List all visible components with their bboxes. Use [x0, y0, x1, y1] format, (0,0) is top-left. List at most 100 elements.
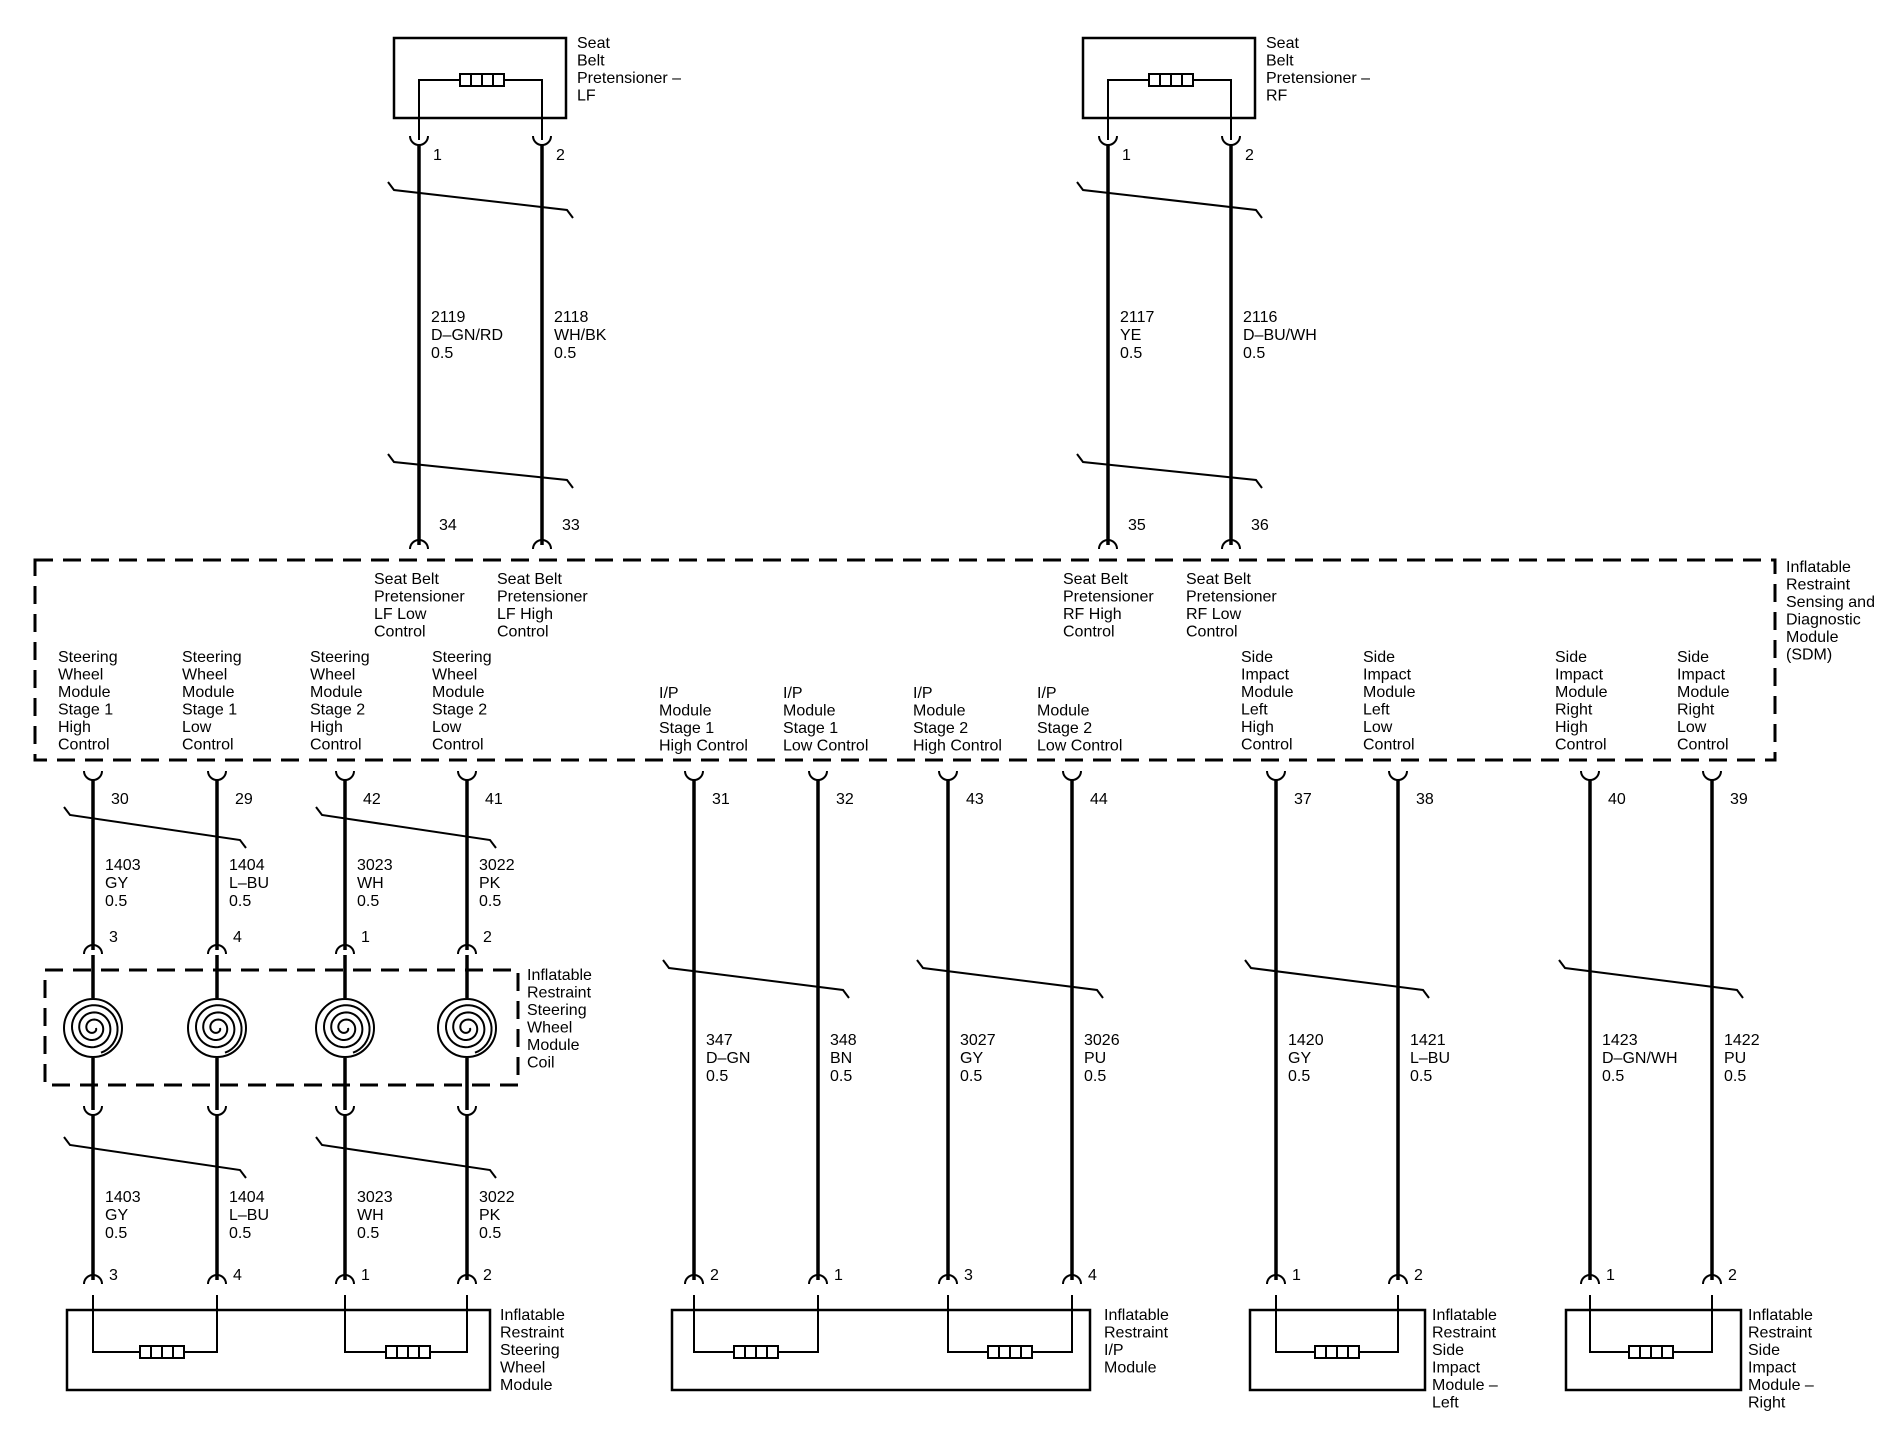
module-pin-socket: [457, 1274, 477, 1285]
wire-gauge: 0.5: [1120, 345, 1142, 362]
sdm-pin-label-line: Pretensioner: [374, 589, 465, 606]
coil-pin-socket: [83, 944, 103, 955]
sdm-pin-label-line: Control: [374, 624, 426, 641]
steering-module-label-line: Steering: [500, 1342, 560, 1359]
wire-circuit: 3023: [357, 1189, 393, 1206]
sdm-pin-label-line: High: [1555, 719, 1588, 736]
steering-module-loop: [344, 1295, 386, 1353]
pretensioner_rf-break-lower: [1076, 453, 1263, 489]
pretensioner_rf-loop-right: [1193, 79, 1232, 140]
sdm-pin-label-line: Module: [1677, 684, 1730, 701]
side_left-label-line: Left: [1432, 1395, 1459, 1412]
sdm-pin-label-line: Control: [1555, 737, 1607, 754]
sdm-pin-socket: [684, 770, 704, 781]
ip_module-break-0: [662, 959, 850, 999]
sdm-pin-socket: [808, 770, 828, 781]
sdm-label-line: Restraint: [1786, 577, 1851, 594]
pretensioner_lf-pin-number: 2: [556, 147, 565, 164]
wire-color: L–BU: [1410, 1050, 1450, 1067]
pretensioner_rf-label-line: Belt: [1266, 53, 1294, 70]
sdm-pin-label-line: Low: [432, 719, 462, 736]
pretensioner_rf-resistor: [1148, 73, 1194, 87]
module-pin-number: 4: [233, 1267, 242, 1284]
wire-color: YE: [1120, 327, 1141, 344]
wire-gauge: 0.5: [479, 893, 501, 910]
coil-label-line: Restraint: [527, 985, 592, 1002]
sdm-label-line: Inflatable: [1786, 559, 1851, 576]
side_right-label-line: Impact: [1748, 1360, 1797, 1377]
wire-gauge: 0.5: [1288, 1068, 1310, 1085]
sdm-pin-label-line: Seat Belt: [497, 571, 562, 588]
sdm-pin-label-line: Control: [1677, 737, 1729, 754]
pretensioner_lf-label-line: Seat: [577, 35, 610, 52]
side_right-label-line: Side: [1748, 1342, 1780, 1359]
module-pin-socket: [938, 1274, 958, 1285]
coil-pin-number: 4: [233, 929, 242, 946]
sdm-pin-label-line: Seat Belt: [1063, 571, 1128, 588]
side_left-loop: [1275, 1295, 1315, 1353]
side_left-label-line: Side: [1432, 1342, 1464, 1359]
sdm-pin-number: 30: [111, 791, 129, 808]
ip_module-resistor: [987, 1345, 1033, 1359]
sdm-pin-label-line: High Control: [913, 738, 1002, 755]
pretensioner_rf-pin-number: 2: [1245, 147, 1254, 164]
sdm-pin-label-line: Steering: [432, 649, 492, 666]
wire-circuit: 3027: [960, 1032, 996, 1049]
sdm-pin-label-line: Side: [1241, 649, 1273, 666]
wire-gauge: 0.5: [357, 1225, 379, 1242]
sdm-pin-number: 33: [562, 517, 580, 534]
wire-color: PU: [1084, 1050, 1106, 1067]
sdm-pin-label-line: I/P: [913, 685, 933, 702]
sdm-pin-socket: [1580, 770, 1600, 781]
sdm-pin-label-line: Module: [1241, 684, 1294, 701]
sdm-pin-label-line: Seat Belt: [1186, 571, 1251, 588]
coil-label-line: Inflatable: [527, 967, 592, 984]
wire-circuit: 1420: [1288, 1032, 1324, 1049]
sdm-pin-socket: [1266, 770, 1286, 781]
sdm-pin-socket: [335, 770, 355, 781]
wire-circuit: 1403: [105, 1189, 141, 1206]
sdm-pin-label-line: Side: [1677, 649, 1709, 666]
module-pin-number: 3: [964, 1267, 973, 1284]
side_left-loop: [1359, 1295, 1399, 1353]
sdm-pin-number: 37: [1294, 791, 1312, 808]
sdm-pin-number: 35: [1128, 517, 1146, 534]
sdm-pin-label-line: Low: [182, 719, 212, 736]
module-pin-socket: [83, 1274, 103, 1285]
sdm-pin-label-line: Control: [310, 737, 362, 754]
ip_module-loop: [693, 1295, 734, 1353]
wire-gauge: 0.5: [479, 1225, 501, 1242]
wire-color: D–GN: [706, 1050, 750, 1067]
wire-gauge: 0.5: [1243, 345, 1265, 362]
pretensioner_lf-resistor: [459, 73, 505, 87]
module-pin-number: 2: [1728, 1267, 1737, 1284]
wire-color: GY: [960, 1050, 983, 1067]
module-pin-number: 2: [1414, 1267, 1423, 1284]
side_left-label-line: Module –: [1432, 1377, 1498, 1394]
sdm-pin-number: 39: [1730, 791, 1748, 808]
module-pin-number: 1: [1292, 1267, 1301, 1284]
ip_module-loop: [778, 1295, 819, 1353]
module-pin-socket: [1580, 1274, 1600, 1285]
module-pin-socket: [335, 1274, 355, 1285]
ip_module-circuit: 347D–GN0.52348BN0.513027GY0.533026PU0.54…: [662, 780, 1169, 1392]
sdm-pin-label-line: Control: [182, 737, 234, 754]
coil-spiral-icon: [194, 1004, 243, 1054]
pretensioner_lf-loop-left: [418, 79, 460, 140]
sdm-pin-label-line: Pretensioner: [1186, 589, 1277, 606]
wire-circuit: 1423: [1602, 1032, 1638, 1049]
wire-color: GY: [1288, 1050, 1311, 1067]
pretensioner_rf-loop-left: [1107, 79, 1149, 140]
wire-circuit: 1404: [229, 857, 265, 874]
sdm-pin-label-line: Control: [432, 737, 484, 754]
sdm-pin-label-line: Low: [1363, 719, 1393, 736]
wire-color: D–GN/WH: [1602, 1050, 1678, 1067]
coil-pin-number: 2: [483, 929, 492, 946]
wire-color: D–BU/WH: [1243, 327, 1317, 344]
wire-circuit: 1421: [1410, 1032, 1446, 1049]
sdm-pin-label-line: Module: [1037, 703, 1090, 720]
coil-pin-number: 3: [109, 929, 118, 946]
sdm-pin-label-line: Low Control: [1037, 738, 1122, 755]
